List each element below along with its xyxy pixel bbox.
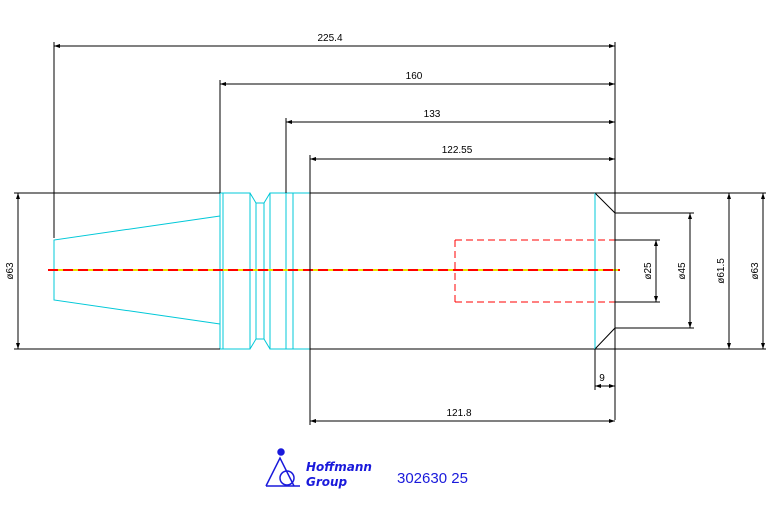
- dim-label-dia-63-right: ø63: [750, 262, 761, 280]
- logo-line-2: Group: [306, 475, 348, 489]
- dim-label-dia-63-left: ø63: [5, 262, 16, 280]
- dim-label-121-8: 121.8: [446, 408, 471, 419]
- dim-label-dia-45: ø45: [677, 262, 688, 280]
- dim-label-overall: 225.4: [317, 33, 342, 44]
- dimension-lines: [14, 42, 766, 425]
- logo-emblem-icon: [265, 448, 300, 487]
- dim-label-122-55: 122.55: [442, 145, 473, 156]
- part-number: 302630 25: [397, 470, 468, 487]
- dim-label-9: 9: [599, 373, 605, 384]
- arrowheads: [16, 44, 765, 423]
- hidden-bore: [454, 239, 615, 303]
- logo-line-1: Hoffmann: [306, 460, 372, 474]
- dimension-labels: 225.4 160 133 122.55 121.8 9 ø63 ø25 ø45…: [5, 33, 761, 419]
- dim-label-160: 160: [406, 71, 423, 82]
- hoffmann-group-logo: Hoffmann Group: [265, 448, 372, 489]
- dim-label-dia-25: ø25: [643, 262, 654, 280]
- dim-label-dia-61-5: ø61.5: [716, 258, 727, 284]
- dim-label-133: 133: [424, 109, 441, 120]
- v-groove: [249, 192, 271, 204]
